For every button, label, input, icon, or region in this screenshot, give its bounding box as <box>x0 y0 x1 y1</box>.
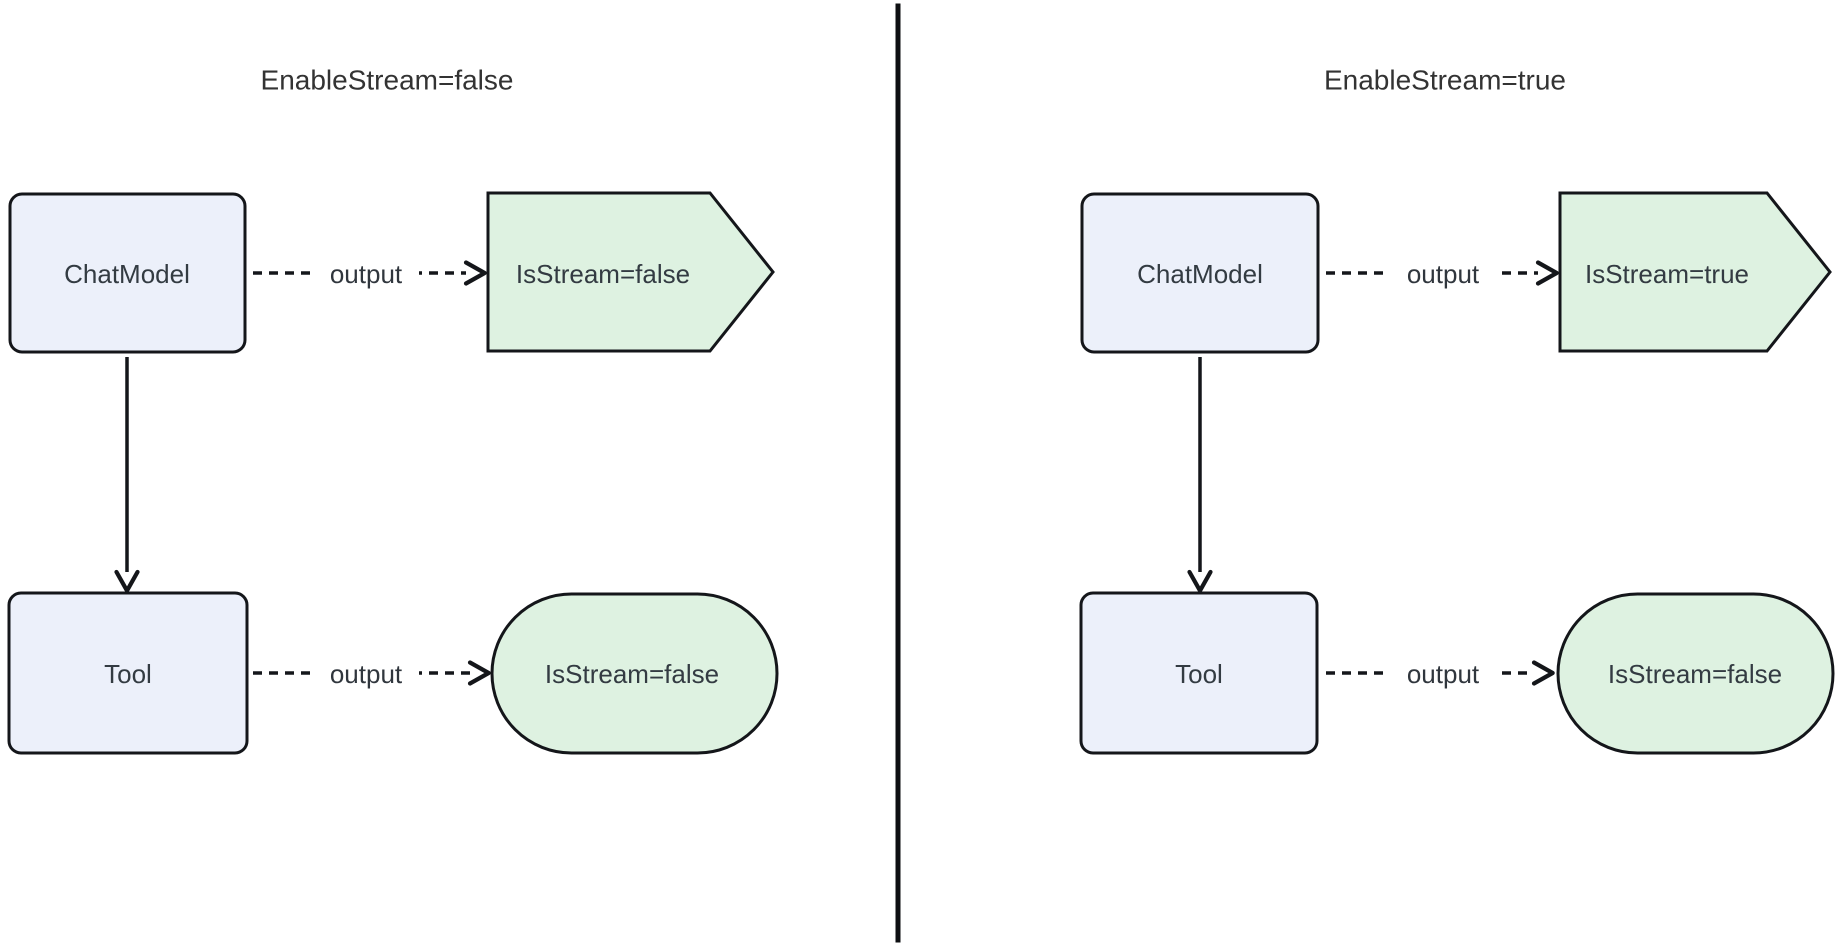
edge-label-background <box>313 654 419 692</box>
chatmodel-result-label: IsStream=false <box>516 259 690 289</box>
tool-result-stadium-node <box>1556 592 1835 755</box>
tool-result-label: IsStream=false <box>545 659 719 689</box>
tool-node <box>1079 591 1319 755</box>
chatmodel-node <box>1080 192 1320 354</box>
chatmodel-node-label: ChatModel <box>64 259 190 289</box>
edge-chatmodel-output-label: output <box>1407 259 1480 289</box>
panel-enablestream-true: EnableStream=true ChatModel output IsStr… <box>1079 65 1835 755</box>
tool-result-stadium-node <box>490 592 779 755</box>
panel-title: EnableStream=false <box>261 65 514 96</box>
edge-label-background <box>1390 654 1496 692</box>
edge-label-background <box>1390 254 1496 292</box>
panel-enablestream-false: EnableStream=false ChatModel output IsSt… <box>7 65 779 755</box>
chatmodel-result-pentagon-node <box>486 191 775 353</box>
edge-tool-output-label: output <box>1407 659 1480 689</box>
chatmodel-result-pentagon-node <box>1558 191 1832 353</box>
tool-node <box>7 591 249 755</box>
panel-title: EnableStream=true <box>1324 65 1566 96</box>
edge-label-background <box>313 254 419 292</box>
tool-result-label: IsStream=false <box>1608 659 1782 689</box>
chatmodel-node <box>8 192 247 354</box>
edge-chatmodel-output-label: output <box>330 259 403 289</box>
tool-node-label: Tool <box>104 659 152 689</box>
tool-node-label: Tool <box>1175 659 1223 689</box>
chatmodel-node-label: ChatModel <box>1137 259 1263 289</box>
chatmodel-result-label: IsStream=true <box>1585 259 1749 289</box>
edge-tool-output-label: output <box>330 659 403 689</box>
